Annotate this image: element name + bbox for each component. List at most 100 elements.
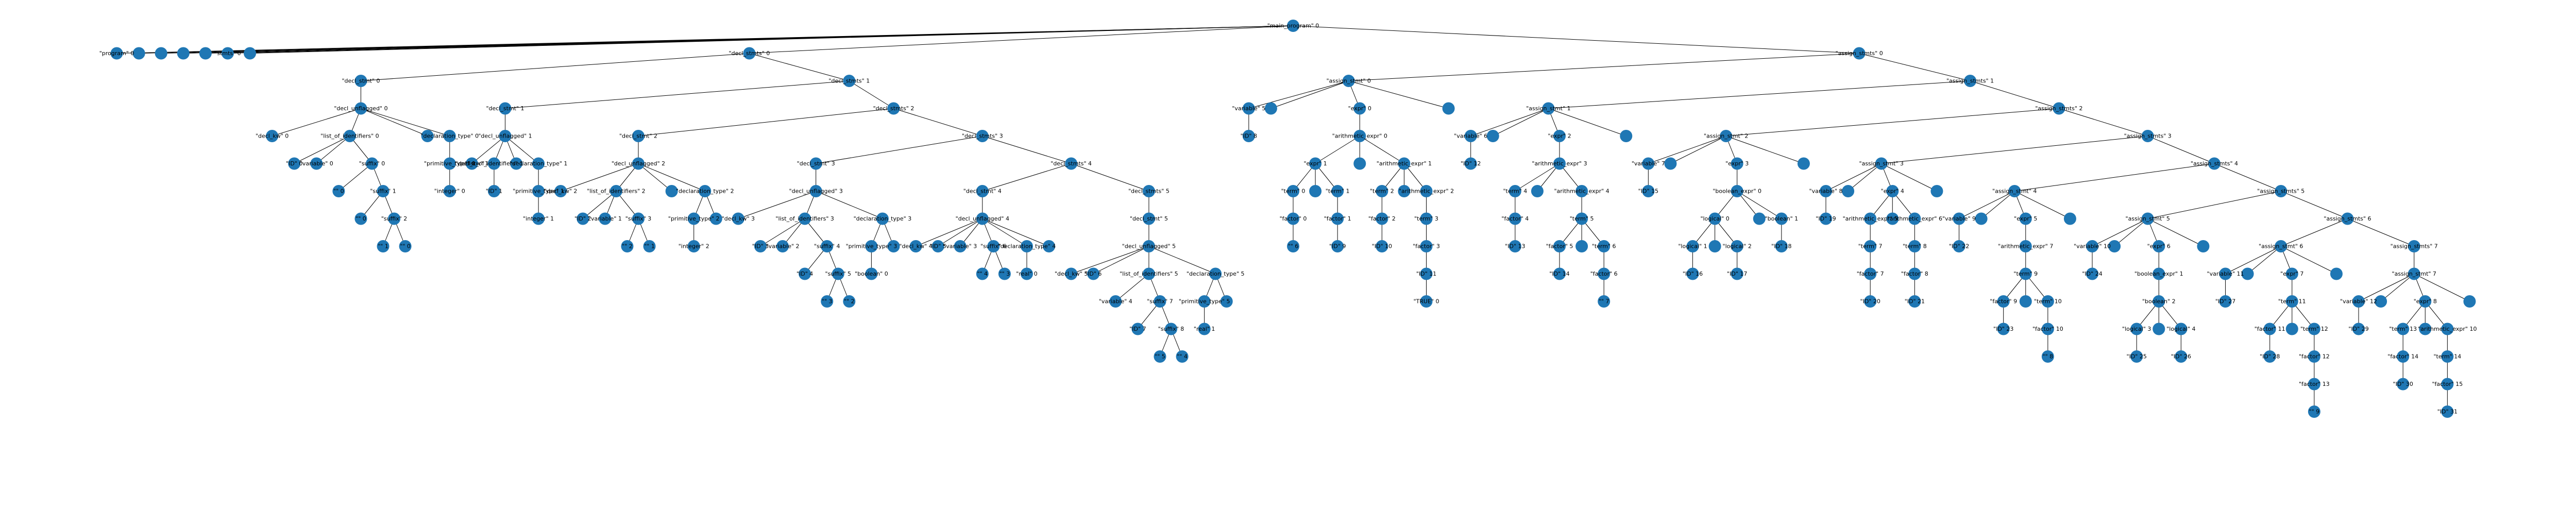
tree-node xyxy=(1886,185,1899,197)
tree-node-label: "list_of_identifiers" 1 xyxy=(465,160,523,167)
tree-node xyxy=(865,240,878,252)
tree-edge xyxy=(2147,218,2204,247)
tree-node-label: "expr" 6 xyxy=(2147,243,2171,250)
tree-node-label: "declaration_type" 4 xyxy=(998,243,1056,250)
tree-node xyxy=(1853,47,1866,60)
tree-node xyxy=(1309,185,1322,197)
tree-node-label: "ID" 14 xyxy=(1549,270,1569,277)
tree-edge xyxy=(1115,274,1149,302)
tree-node-label: "assign_stmts" 5 xyxy=(2257,188,2304,195)
tree-node-label: "variable" 6 xyxy=(1454,133,1487,140)
tree-node xyxy=(1176,350,1189,363)
tree-node xyxy=(887,102,900,115)
tree-node-label: "primitive_type" 0 xyxy=(424,160,476,167)
tree-node xyxy=(2341,212,2354,225)
tree-node xyxy=(1420,185,1433,197)
tree-node xyxy=(1797,157,1810,170)
tree-node xyxy=(2419,295,2432,308)
tree-node xyxy=(1908,212,1921,225)
tree-node xyxy=(632,212,645,225)
tree-edge xyxy=(816,136,982,164)
tree-node-label: "assign_stmts" 6 xyxy=(2324,215,2371,222)
tree-node-label: "decl_unflagged" 0 xyxy=(334,105,387,112)
tree-node-label: "ID" 25 xyxy=(2127,353,2147,360)
tree-node-label: "primitive_type" 3 xyxy=(846,243,897,250)
tree-node-label: "suffix" 8 xyxy=(1158,326,1184,332)
tree-node xyxy=(2153,240,2165,252)
tree-node-label: "primitive_type" 1 xyxy=(513,188,564,195)
tree-edge xyxy=(2281,218,2348,247)
tree-node xyxy=(1542,102,1555,115)
tree-node xyxy=(1731,157,1743,170)
tree-node-label: "decl_stmt" 0 xyxy=(342,78,380,84)
tree-node-label: "factor" 10 xyxy=(2032,326,2063,332)
tree-node-label: "" 0 xyxy=(333,188,344,195)
tree-node xyxy=(1287,212,1299,225)
tree-node xyxy=(2285,267,2298,280)
tree-node-label: "ID" 5 xyxy=(929,243,946,250)
tree-node-label: "factor" 9 xyxy=(1990,298,2017,305)
tree-node-label: "variable" 7 xyxy=(1632,160,1665,167)
tree-node-label: "ID" 16 xyxy=(1683,270,1703,277)
tree-node xyxy=(1964,75,1977,87)
tree-node-label: "assign_stmts" 1 xyxy=(1946,78,1994,84)
tree-edge xyxy=(982,163,1072,192)
tree-node-label: "ID" 13 xyxy=(1505,243,1525,250)
tree-node-label: "stmts" 0 xyxy=(214,50,241,57)
tree-node xyxy=(1708,240,1721,252)
tree-node xyxy=(1242,102,1255,115)
tree-node xyxy=(1642,185,1655,197)
tree-edge xyxy=(938,218,983,247)
tree-node-label: "list_of_identifiers" 0 xyxy=(320,133,379,140)
tree-node-label: "primitive_type" 2 xyxy=(668,215,720,222)
tree-node-label: "decl_stmt" 4 xyxy=(963,188,1002,195)
tree-node-label: "real" 1 xyxy=(1194,326,1215,332)
tree-node xyxy=(2208,157,2221,170)
tree-node xyxy=(2352,323,2365,335)
tree-node-label: "decl_stmt" 5 xyxy=(1130,215,1168,222)
tree-node xyxy=(1464,157,1477,170)
tree-node xyxy=(1975,212,1988,225)
tree-node xyxy=(1065,267,1078,280)
tree-node xyxy=(2153,295,2165,308)
tree-node xyxy=(343,130,356,142)
tree-node-label: "term" 1 xyxy=(1326,188,1350,195)
tree-node xyxy=(1087,267,1100,280)
tree-labels: "program" 0"stmts" 0"decl_kw" 0"ID" 0"va… xyxy=(99,23,2477,415)
tree-node xyxy=(621,240,634,252)
tree-edge xyxy=(816,191,883,219)
tree-node xyxy=(554,185,567,197)
tree-node xyxy=(1353,157,1366,170)
tree-node xyxy=(1864,212,1877,225)
tree-node-label: "decl_unflagged" 1 xyxy=(478,133,532,140)
tree-node xyxy=(1553,267,1566,280)
tree-node-label: "ID" 20 xyxy=(1860,298,1880,305)
tree-node-label: "factor" 5 xyxy=(1546,243,1573,250)
tree-edge xyxy=(1071,246,1149,274)
tree-node xyxy=(1331,240,1344,252)
tree-node-label: "decl_kw" 2 xyxy=(544,188,577,195)
tree-node xyxy=(532,185,545,197)
tree-node xyxy=(2441,350,2454,363)
tree-node-label: "decl_unflagged" 2 xyxy=(612,160,665,167)
tree-edge xyxy=(1315,136,1360,164)
tree-node-label: "logical" 0 xyxy=(1700,215,1729,222)
tree-node xyxy=(1553,240,1566,252)
tree-node-label: "boolean" 2 xyxy=(2142,298,2176,305)
tree-node xyxy=(288,157,301,170)
tree-node xyxy=(954,240,967,252)
tree-node xyxy=(687,240,700,252)
tree-node xyxy=(2063,212,2076,225)
tree-node xyxy=(1342,75,1355,87)
tree-node xyxy=(2219,295,2232,308)
tree-node-label: "decl_stmts" 5 xyxy=(1128,188,1170,195)
tree-edge xyxy=(1515,163,1560,192)
tree-node xyxy=(510,157,523,170)
tree-node-label: "factor" 13 xyxy=(2299,381,2330,387)
tree-node xyxy=(2352,295,2365,308)
tree-node xyxy=(1531,185,1544,197)
tree-node-label: "decl_unflagged" 5 xyxy=(1122,243,1176,250)
tree-node xyxy=(1575,212,1588,225)
tree-edge xyxy=(2147,136,2215,164)
tree-node-label: "declaration_type" 2 xyxy=(676,188,734,195)
